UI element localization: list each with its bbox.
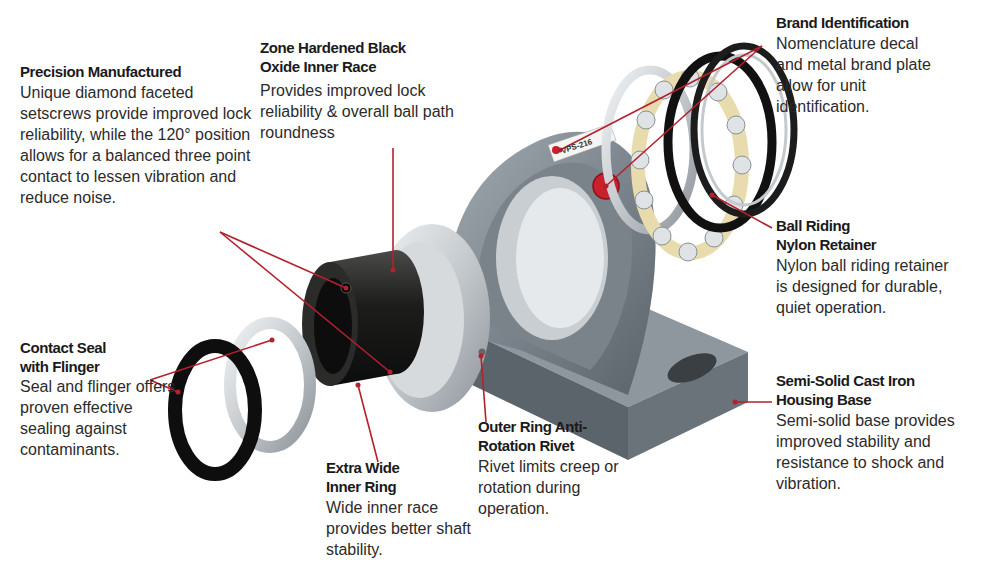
callout-body: Nomenclature decal and metal brand plate… <box>776 33 948 117</box>
callout-heading: Zone Hardened Black Oxide Inner Race <box>260 38 425 76</box>
flinger-rim <box>702 55 786 205</box>
housing-bore <box>496 176 608 340</box>
callout-body: Wide inner race provides better shaft st… <box>326 497 476 560</box>
setscrew <box>341 283 351 293</box>
callout-heading: Brand Identification <box>776 13 976 32</box>
bolt-slot <box>663 347 720 389</box>
callout-body: Unique diamond faceted setscrews provide… <box>20 82 252 208</box>
callout-heading: Contact Seal with Flinger <box>20 338 125 376</box>
leader-dots <box>176 148 738 405</box>
callout-heading: Precision Manufactured <box>20 62 260 81</box>
callout-body: Semi-solid base provides improved stabil… <box>776 410 986 494</box>
callout-heading: Extra Wide Inner Ring <box>326 458 426 496</box>
contact-seal <box>175 346 255 474</box>
callout-heading: Outer Ring Anti-Rotation Rivet <box>478 417 628 455</box>
callout-body: Seal and flinger offers proven effective… <box>20 376 185 460</box>
callout-body: Nylon ball riding retainer is designed f… <box>776 255 956 318</box>
callout-heading: Semi-Solid Cast Iron Housing Base <box>776 371 918 409</box>
callout-body: Rivet limits creep or rotation during op… <box>478 456 638 519</box>
callout-body: Provides improved lock reliability & ove… <box>260 80 482 143</box>
flinger <box>230 323 310 447</box>
balls <box>631 69 751 261</box>
housing-bore-inner <box>516 188 604 328</box>
callout-heading: Ball Riding Nylon Retainer <box>776 216 888 254</box>
